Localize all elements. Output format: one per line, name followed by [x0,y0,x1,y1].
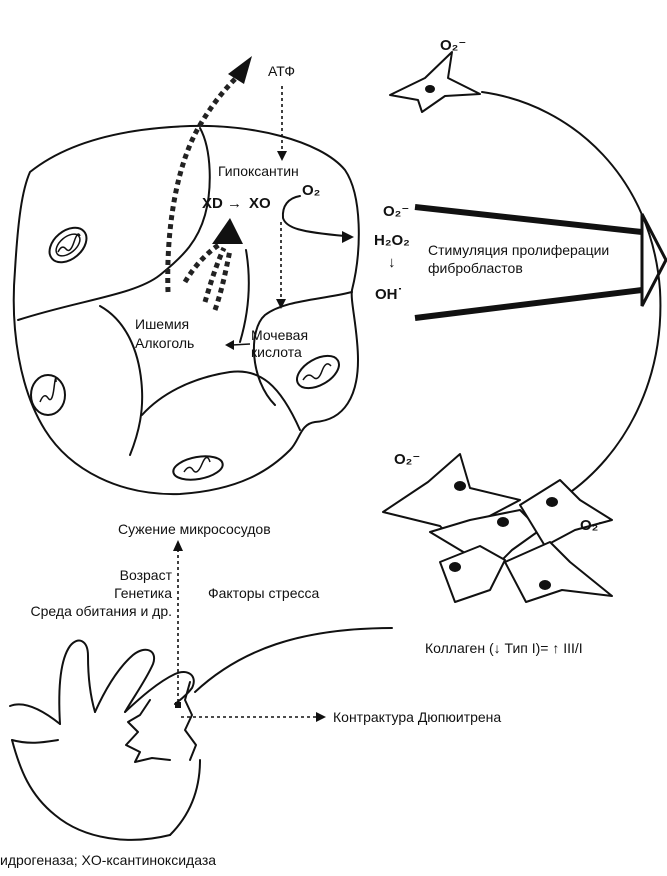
superoxide-top-label: O₂⁻ [440,37,466,54]
uric-acid-line-2: кислота [251,344,302,360]
cell-boundary-1 [18,128,210,320]
fibroblast-5-nucleus [539,580,551,590]
ros-arrow-head [642,214,666,306]
atp-arrowhead [277,151,287,161]
contracture-arrowhead [316,712,326,722]
fibroblast-3 [520,480,612,546]
ros-arrow: ↓ [388,254,396,271]
fibroblast-top [390,52,480,112]
fibroblast-top-nucleus [425,85,435,93]
ros-arrow-upper [415,207,642,232]
footnote: идрогеназа; XO-ксантиноксидаза [0,852,216,868]
xo-label: XO [249,195,271,212]
ischemia-label: Ишемия [135,316,189,332]
cell-boundary-3 [142,371,300,430]
cell-boundary-5 [240,250,249,342]
hand-drawing [10,641,200,840]
risk-factor-environment: Среда обитания и др. [0,603,172,619]
xd-to-xo-arrow: → [227,195,242,212]
collagen-label: Коллаген (↓ Тип I)= ↑ III/I [425,640,583,656]
risk-factor-age: Возраст [0,567,172,583]
stress-factors-label: Факторы стресса [208,585,319,601]
xo-to-ros-arrow [283,196,345,236]
o2-enzyme-label: O₂ [302,182,320,199]
microvessel-label: Сужение микрососудов [118,521,271,537]
proliferation-line-2: фибробластов [428,260,523,276]
fibroblast-3-nucleus [546,497,558,507]
cord-marker [175,702,181,708]
contracture-label: Контрактура Дюпюитрена [333,709,501,725]
uric-to-ischemia-arrow [232,344,250,345]
uric-to-ischemia-arrowhead [225,340,234,350]
alcohol-label: Алкоголь [135,335,194,351]
dotted-arrow-ischemia-2 [205,248,224,302]
ros-peroxide: H₂O₂ [374,232,410,249]
superoxide-cluster-right-label: O₂⁻ [580,517,606,534]
fibroblast-4-nucleus [449,562,461,572]
xo-to-ros-arrowhead [342,231,354,243]
nucleus-4 [171,453,224,483]
dupuytren-cord [126,700,170,762]
nucleus-3 [31,375,65,415]
dupuytren-cord-edge [185,682,196,760]
proliferation-line-1: Стимуляция пролиферации [428,242,609,258]
superoxide-cluster-left-label: O₂⁻ [394,451,420,468]
fibroblast-2-nucleus [497,517,509,527]
xd-label: XD [202,195,223,212]
hypoxanthine-label: Гипоксантин [218,163,299,179]
fibroblast-1-nucleus [454,481,466,491]
hand-to-collagen-line [195,628,392,692]
fibroblast-cluster [383,454,612,602]
dotted-arrow-ischemia-3 [215,250,230,310]
nucleus-1 [43,221,93,269]
uric-acid-line-1: Мочевая [251,327,308,343]
microvessel-arrowhead [173,540,183,551]
risk-factor-genetics: Генетика [0,585,172,601]
ros-hydroxyl: OH˙ [375,286,403,303]
ischemia-arrowhead [212,218,243,244]
fibroblast-5 [505,542,612,602]
ros-arrow-lower [415,290,642,318]
atp-label: АТФ [268,63,295,79]
fibroblast-4 [440,546,505,602]
ros-superoxide: O₂⁻ [383,203,409,220]
